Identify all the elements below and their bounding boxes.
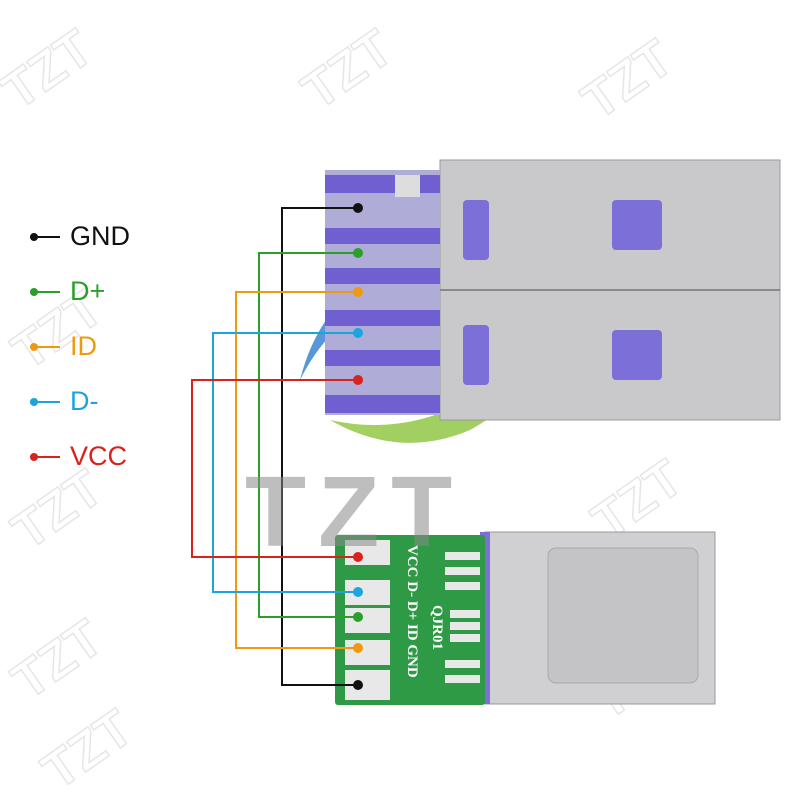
window [463, 200, 489, 260]
legend-vcc: VCC [30, 441, 127, 472]
solder-point-d-minus [353, 587, 363, 597]
solder-point-d-plus [353, 612, 363, 622]
solder-point-vcc [353, 375, 363, 385]
window [612, 330, 662, 380]
legend-label: D- [70, 386, 99, 416]
legend-swatch [30, 452, 60, 461]
legend-swatch [30, 342, 60, 351]
solder-point-d-minus [353, 328, 363, 338]
wire-d-minus [212, 332, 358, 593]
window [612, 200, 662, 250]
usb-a-plug [325, 159, 781, 421]
solder-point-vcc [353, 552, 363, 562]
legend-label: D+ [70, 276, 106, 306]
wire-vcc [191, 379, 358, 558]
legend-label: GND [70, 221, 130, 251]
solder-point-id [353, 287, 363, 297]
pcb-model-label: QJR01 [429, 605, 445, 650]
window [463, 325, 489, 385]
legend-d-minus: D- [30, 386, 99, 417]
legend-label: VCC [70, 441, 128, 471]
legend-swatch [30, 397, 60, 406]
solder-point-id [353, 643, 363, 653]
legend-swatch [30, 232, 60, 241]
solder-point-gnd [353, 680, 363, 690]
legend-d-plus: D+ [30, 276, 105, 307]
wire-id [235, 291, 358, 649]
legend-id: ID [30, 331, 97, 362]
wire-d-plus [258, 252, 358, 618]
solder-point-d-plus [353, 248, 363, 258]
pcb-pin-labels: VCC D- D+ ID GND [404, 545, 420, 678]
solder-point-gnd [353, 203, 363, 213]
brand-logo-text: TZT [245, 456, 465, 568]
wire-gnd [281, 207, 358, 686]
usb-c-connector [335, 531, 716, 705]
legend-swatch [30, 287, 60, 296]
legend-label: ID [70, 331, 97, 361]
legend-gnd: GND [30, 221, 130, 252]
